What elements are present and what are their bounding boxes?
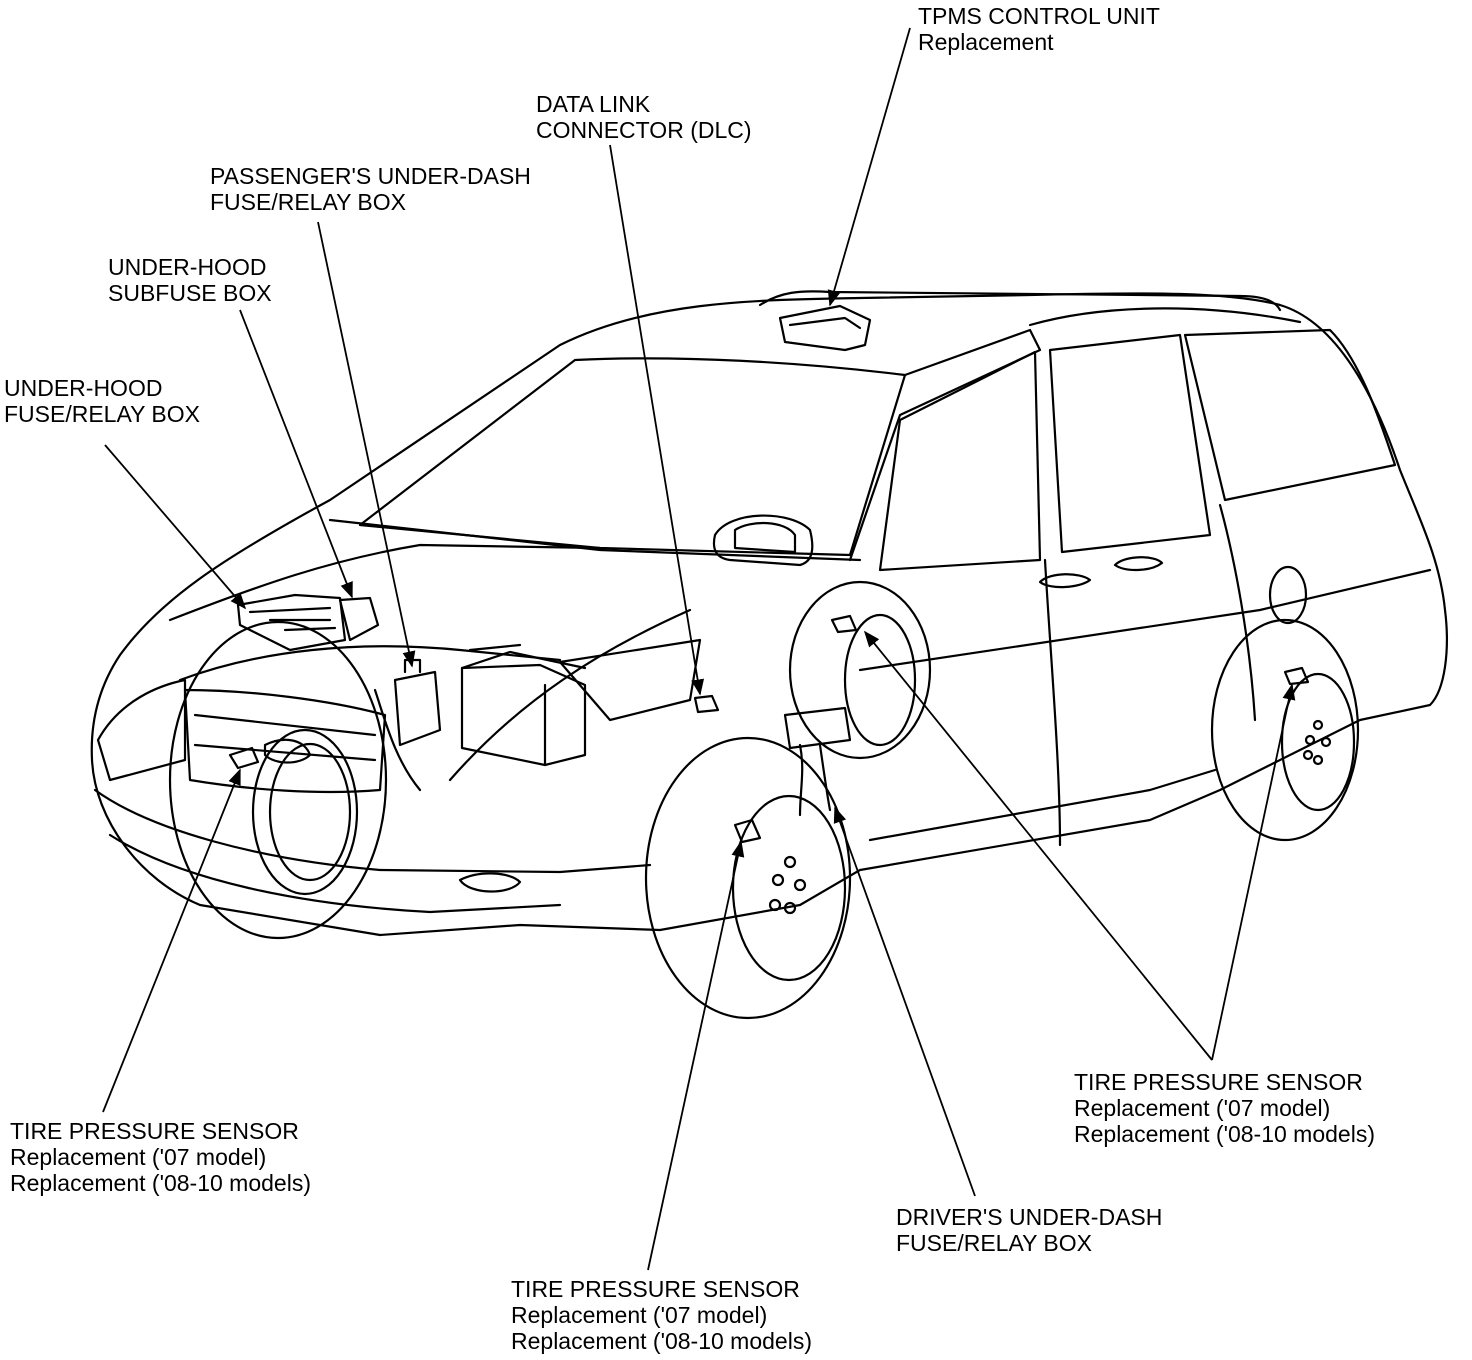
roof-rail-inner (1028, 307, 1302, 327)
front-left-tire (168, 620, 388, 940)
label-title: PASSENGER'S UNDER-DASH (210, 163, 531, 189)
sliding-door-handle (1113, 556, 1164, 572)
front-left-rim (251, 728, 359, 896)
label-title-line2: FUSE/RELAY BOX (4, 401, 200, 427)
rear-quarter-window (1183, 328, 1397, 502)
label-title-line2: SUBFUSE BOX (108, 280, 272, 306)
tpms-replacement-link[interactable]: Replacement (918, 29, 1054, 55)
label-title: DATA LINK (536, 91, 651, 117)
hood-front-edge (178, 645, 562, 682)
passenger-fuse-box (393, 670, 442, 747)
right-headlight (558, 638, 702, 722)
front-right-rim (731, 794, 847, 982)
front-bumper (93, 788, 652, 874)
side-mirror (712, 514, 814, 567)
replacement-07-link[interactable]: Replacement ('07 model) (10, 1144, 267, 1170)
tire-pressure-sensor-rear-right (1283, 666, 1310, 686)
label-data-link-connector: DATA LINK CONNECTOR (DLC) (536, 91, 752, 143)
hood-line (168, 543, 602, 622)
leader-sensor-rear-b (1211, 683, 1296, 1061)
label-driver-under-dash-fuse-box: DRIVER'S UNDER-DASH FUSE/RELAY BOX (896, 1204, 1162, 1256)
hood-crease (448, 608, 692, 782)
label-title: DRIVER'S UNDER-DASH (896, 1204, 1163, 1230)
front-side-window (878, 350, 1042, 572)
tire-pressure-sensor-rear-left (830, 614, 858, 634)
windshield-lower-edge (328, 518, 862, 562)
sliding-door-seam (1218, 503, 1257, 722)
label-title: TIRE PRESSURE SENSOR (10, 1118, 299, 1144)
driver-fuse-box (783, 706, 852, 750)
label-title: TPMS CONTROL UNIT (918, 3, 1160, 29)
rocker-line (868, 768, 1217, 842)
windshield (358, 357, 907, 557)
label-tpms-control-unit: TPMS CONTROL UNIT Replacement (918, 3, 1160, 55)
leader-tpms-unit (827, 27, 911, 307)
label-title: TIRE PRESSURE SENSOR (511, 1276, 800, 1302)
fuel-door (1268, 565, 1308, 625)
grille (183, 688, 387, 794)
replacement-08-10-link[interactable]: Replacement ('08-10 models) (10, 1170, 311, 1196)
sliding-door-window (1048, 333, 1212, 554)
replacement-07-link[interactable]: Replacement ('07 model) (511, 1302, 768, 1328)
replacement-07-link[interactable]: Replacement ('07 model) (1074, 1095, 1331, 1121)
mirror-glass (733, 521, 797, 554)
leader-sensor-front-right (647, 840, 745, 1271)
label-tire-pressure-sensor-front-right: TIRE PRESSURE SENSOR Replacement ('07 mo… (511, 1276, 812, 1354)
replacement-08-10-link[interactable]: Replacement ('08-10 models) (511, 1328, 812, 1354)
under-hood-fuse-box (236, 593, 347, 652)
fog-light (458, 872, 522, 893)
left-headlight (96, 678, 187, 782)
label-tire-pressure-sensor-front-left: TIRE PRESSURE SENSOR Replacement ('07 mo… (10, 1118, 311, 1196)
replacement-08-10-link[interactable]: Replacement ('08-10 models) (1074, 1121, 1375, 1147)
bumper-lower (108, 833, 562, 914)
rear-left-tire (788, 580, 932, 760)
under-hood-subfuse-box (338, 596, 380, 642)
front-right-tire (644, 736, 852, 1020)
front-door-handle (1038, 573, 1092, 589)
label-title-line2: CONNECTOR (DLC) (536, 117, 752, 143)
leader-sensor-front-left (102, 768, 241, 1113)
rear-right-rim (1280, 672, 1356, 812)
leader-sensor-rear-a (863, 630, 1213, 1061)
grille-emblem (263, 738, 312, 764)
tire-pressure-sensor-front-left (228, 746, 260, 770)
leader-passenger-fuse (317, 221, 416, 668)
tpms-control-unit (778, 304, 872, 352)
body-character-line (858, 568, 1432, 672)
leader-subfuse (239, 309, 353, 599)
label-tire-pressure-sensor-rear: TIRE PRESSURE SENSOR Replacement ('07 mo… (1074, 1069, 1375, 1147)
grille-bar-1 (193, 713, 377, 737)
front-left-rim-inner (268, 742, 352, 882)
label-passenger-under-dash-fuse-box: PASSENGER'S UNDER-DASH FUSE/RELAY BOX (210, 163, 531, 215)
label-title-line2: FUSE/RELAY BOX (210, 189, 406, 215)
battery (460, 663, 587, 767)
label-title: TIRE PRESSURE SENSOR (1074, 1069, 1363, 1095)
label-title: UNDER-HOOD (108, 254, 267, 280)
tire-pressure-sensor-front-right (733, 818, 762, 844)
leader-dlc (609, 144, 705, 696)
label-under-hood-fuse-relay-box: UNDER-HOOD FUSE/RELAY BOX (4, 375, 200, 427)
data-link-connector (693, 694, 720, 714)
a-pillar (848, 328, 1042, 562)
label-under-hood-subfuse-box: UNDER-HOOD SUBFUSE BOX (108, 254, 272, 306)
front-door-seam (1043, 558, 1062, 847)
rear-left-rim (843, 613, 917, 747)
leader-underhood-fuse (104, 444, 247, 610)
leader-driver-fuse (833, 806, 976, 1197)
rear-right-tire (1210, 618, 1360, 842)
label-title: UNDER-HOOD (4, 375, 163, 401)
label-title-line2: FUSE/RELAY BOX (896, 1230, 1092, 1256)
